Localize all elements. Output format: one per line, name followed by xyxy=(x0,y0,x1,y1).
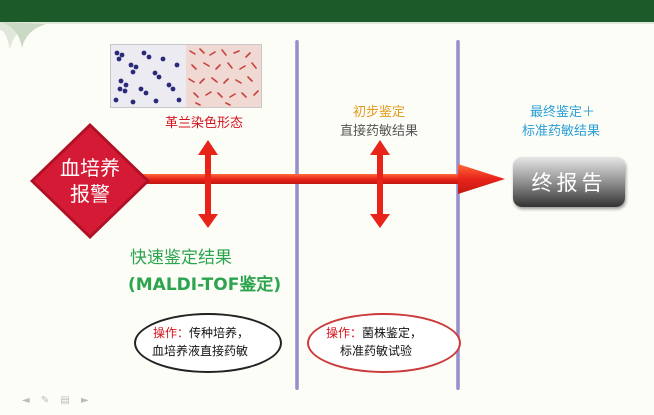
preliminary-id-label: 初步鉴定 xyxy=(353,105,406,120)
purple-vertical-divider-1 xyxy=(295,40,299,390)
purple-vertical-divider-2 xyxy=(456,40,460,390)
blood-culture-alarm-line2: 报警 xyxy=(70,182,110,206)
gram-stain-label: 革兰染色形态 xyxy=(165,116,244,131)
operation-ellipse-right xyxy=(307,313,461,373)
final-report-box xyxy=(513,157,625,207)
final-report-label: 终报告 xyxy=(531,171,607,195)
rod-bacteria-icon xyxy=(188,48,259,106)
blood-culture-alarm-line1: 血培养 xyxy=(60,156,120,180)
red-diamond-shape xyxy=(30,123,150,239)
gram-positive-field xyxy=(111,45,186,107)
operation-ellipse-left xyxy=(134,313,282,373)
red-right-arrow xyxy=(140,164,505,194)
operation-right-prefix: 操作： xyxy=(326,326,363,340)
operation-left-line1: 操作：传种培养， xyxy=(153,324,249,341)
top-banner xyxy=(0,0,654,22)
red-double-headed-vertical-arrow-1 xyxy=(198,140,218,228)
direct-ast-label: 直接药敏结果 xyxy=(340,124,419,139)
rapid-id-label-line2: (MALDI-TOF鉴定) xyxy=(128,275,282,295)
red-double-headed-vertical-arrow-2 xyxy=(370,140,390,228)
operation-right-line1: 操作：菌株鉴定， xyxy=(326,324,422,341)
slide-nav-toolbar[interactable]: ◄ ✎ ▤ ► xyxy=(22,395,93,406)
operation-left-prefix: 操作： xyxy=(153,326,190,340)
operation-left-text1: 传种培养， xyxy=(189,326,250,340)
final-id-label-line2: 标准药敏结果 xyxy=(522,124,601,139)
gram-negative-field xyxy=(186,45,261,107)
operation-right-text1: 菌株鉴定， xyxy=(362,326,423,340)
cocci-cluster-icon xyxy=(113,50,182,105)
operation-right-line2: 标准药敏试验 xyxy=(340,344,413,358)
rapid-id-label-line1: 快速鉴定结果 xyxy=(130,248,232,268)
gram-stain-photo xyxy=(110,44,262,108)
page-curl-decoration xyxy=(0,22,654,50)
final-id-label-line1: 最终鉴定＋ xyxy=(530,105,596,120)
operation-left-line2: 血培养液直接药敏 xyxy=(152,344,249,358)
